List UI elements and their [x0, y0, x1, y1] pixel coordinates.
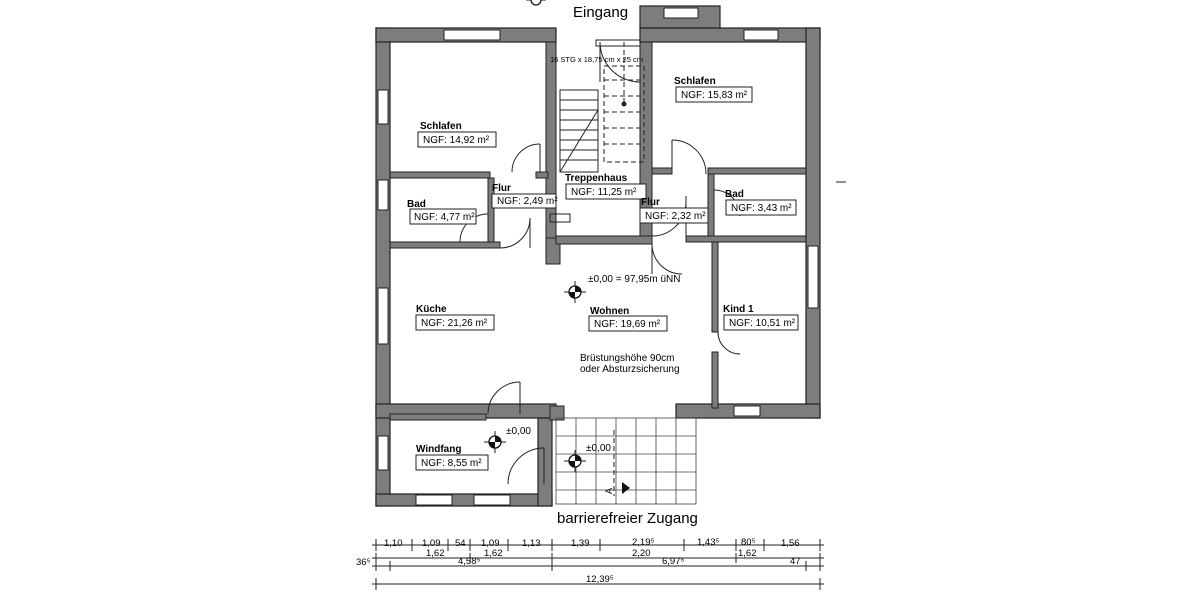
room-area: NGF: 10,51 m² [729, 318, 796, 329]
stairs [559, 39, 645, 173]
level-label: ±0,00 [586, 443, 611, 454]
room-area: NGF: 4,77 m² [414, 212, 475, 223]
room-name: Schlafen [420, 121, 462, 132]
room-name: Bad [725, 189, 744, 200]
room-name: Treppenhaus [565, 173, 628, 184]
level-marker-icon [564, 281, 586, 303]
dimension-label: 54 [455, 538, 466, 549]
level-marker-icon [564, 450, 586, 472]
level-markers [484, 0, 586, 472]
terrace-letter: A [604, 488, 614, 494]
room-area: NGF: 2,49 m² [497, 196, 558, 207]
dimension-label: 1,09 [481, 538, 500, 549]
dimension-label: 1,62 [738, 548, 757, 559]
room-area: NGF: 11,25 m² [571, 187, 637, 198]
room-name: Kind 1 [723, 304, 754, 315]
room-name: Bad [407, 199, 426, 210]
windows [377, 7, 819, 506]
dimension-label: 2,20 [632, 548, 651, 559]
dimension-lines: 1,10 1,09 54 1,09 1,13 1,39 2,19⁵ 1,43⁵ … [356, 537, 824, 590]
terrace: A [555, 417, 697, 505]
dimension-label: 1,56 [781, 538, 800, 549]
level-marker-icon [526, 0, 546, 6]
room-area: NGF: 14,92 m² [423, 135, 490, 146]
dimension-label: 2,19⁵ [632, 537, 654, 548]
parapet-note: oder Absturzsicherung [580, 364, 680, 375]
dimension-label: 4,58⁵ [458, 556, 480, 567]
room-area: NGF: 19,69 m² [594, 319, 661, 330]
dimension-label: 36⁵ [356, 557, 371, 568]
interior-walls [389, 41, 807, 421]
dimension-label: 1,10 [384, 538, 403, 549]
room-labels: Schlafen NGF: 14,92 m² Schlafen NGF: 15,… [407, 76, 799, 471]
dimension-label: 1,09 [422, 538, 441, 549]
room-area: NGF: 2,32 m² [645, 211, 706, 222]
level-marker-icon [484, 431, 506, 453]
room-area: NGF: 3,43 m² [731, 203, 792, 214]
doors [459, 41, 741, 485]
dimension-label: 80⁵ [741, 537, 756, 548]
outer-walls [375, 5, 821, 507]
room-name: Flur [641, 197, 660, 208]
stairs-note: 16 STG x 18,75 cm x 25 cm [550, 55, 643, 64]
dimension-label: 6,97⁵ [662, 556, 684, 567]
room-name: Schlafen [674, 76, 716, 87]
entrance-label: Eingang [573, 4, 628, 21]
room-name: Windfang [416, 444, 461, 455]
room-area: NGF: 21,26 m² [421, 318, 488, 329]
room-name: Flur [492, 183, 511, 194]
dimension-label: 1,62 [426, 548, 445, 559]
room-name: Küche [416, 304, 447, 315]
dimension-label: 1,13 [522, 538, 541, 549]
elevation-label: ±0,00 = 97,95m üNN [588, 274, 681, 285]
dimension-label: 12,39⁵ [586, 574, 614, 585]
dimension-label: 47 [790, 556, 801, 567]
parapet-note: Brüstungshöhe 90cm [580, 353, 675, 364]
dimension-label: 1,39 [571, 538, 590, 549]
dimension-label: 1,43⁵ [697, 537, 719, 548]
dimension-label: 1,62 [484, 548, 503, 559]
notes: Eingang barrierefreier Zugang 16 STG x 1… [506, 4, 698, 527]
access-label: barrierefreier Zugang [557, 510, 698, 527]
room-area: NGF: 15,83 m² [681, 90, 748, 101]
room-name: Wohnen [590, 306, 629, 317]
room-area: NGF: 8,55 m² [421, 458, 482, 469]
level-label: ±0,00 [506, 426, 531, 437]
